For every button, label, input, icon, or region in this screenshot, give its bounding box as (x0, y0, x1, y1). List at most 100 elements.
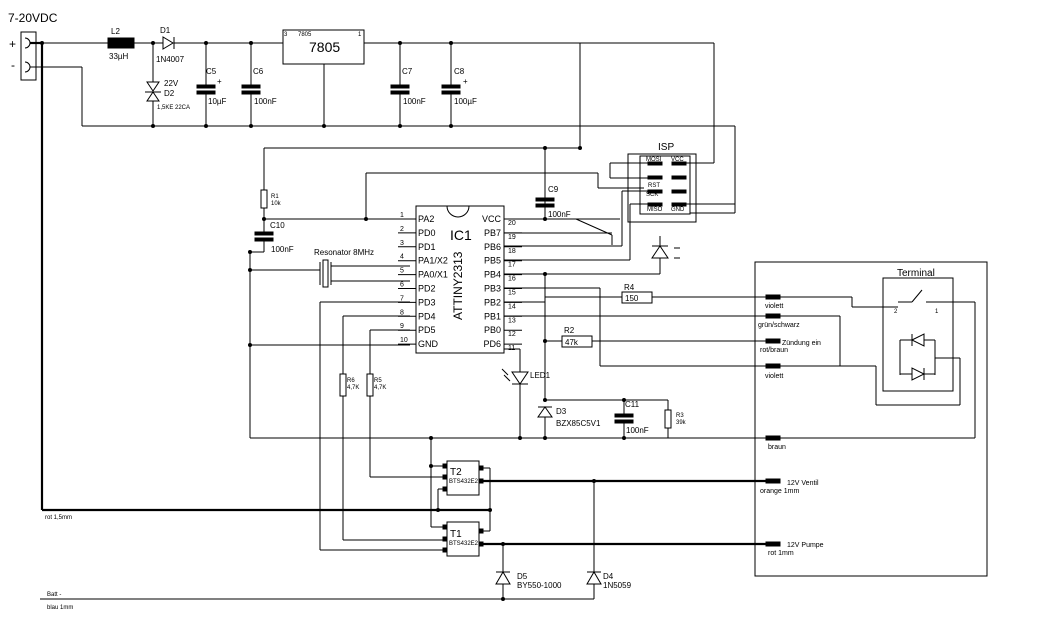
ic1-pin-number: 6 (400, 282, 404, 289)
ic1-pin-number: 18 (508, 248, 516, 255)
ic1-pin-number: 3 (400, 240, 404, 247)
ic1-pin-number: 7 (400, 295, 404, 302)
svg-text:3: 3 (284, 32, 288, 38)
resistor-r6: R6 4,7K (339, 373, 359, 397)
svg-text:100nF: 100nF (271, 245, 294, 254)
diode-d1: D1 1N4007 (156, 26, 185, 64)
capacitor-c10: C10 100nF (254, 219, 294, 254)
ic1-pin-name: PB1 (484, 311, 501, 321)
label-violett-2: violett (765, 373, 783, 380)
resistor-r4: R4 150 (621, 283, 653, 304)
transistor-t1: T1 BTS432E2 (442, 521, 484, 557)
svg-text:MISO: MISO (647, 207, 663, 213)
resonator-8mhz: Resonator 8MHz (314, 248, 410, 288)
svg-text:ISP: ISP (658, 142, 674, 153)
svg-text:R1: R1 (271, 194, 279, 200)
transistor-t2: T2 BTS432E2 (442, 460, 484, 496)
svg-text:R6: R6 (347, 378, 355, 384)
capacitor-c8: C8 + 100µF (441, 43, 477, 126)
wire-rot-label: rot 1,5mm (45, 515, 72, 521)
svg-text:LED1: LED1 (530, 371, 551, 380)
wire-blau-label: blau 1mm (47, 605, 73, 611)
ic1-pin-name: PD4 (418, 311, 436, 321)
label-ventil: 12V Ventil (787, 480, 819, 487)
ic1-pin-name: PD5 (418, 325, 436, 335)
svg-text:1: 1 (358, 32, 362, 38)
ic1-pin-number: 19 (508, 234, 516, 241)
ic1-pin-name: PA0/X1 (418, 270, 448, 280)
ic1-pin-number: 20 (508, 220, 516, 227)
ic1-pin-number: 1 (400, 212, 404, 219)
tvs-diode-d2: 22V D2 1,5KE 22CA (145, 43, 190, 126)
ic1-pin-number: 5 (400, 268, 404, 275)
ic1-part: ATTINY2313 (451, 251, 465, 320)
svg-text:C6: C6 (253, 67, 264, 76)
ic1-pin-name: PD6 (483, 339, 501, 349)
ic1-pin-number: 13 (508, 317, 516, 324)
terminal-block: Terminal 2 1 (882, 268, 954, 392)
svg-text:100µF: 100µF (454, 97, 477, 106)
ic1-pin-number: 4 (400, 254, 404, 261)
ic1-pin-name: PB6 (484, 242, 501, 252)
zener-diode-d3: D3 BZX85C5V1 (537, 406, 601, 438)
diode-d5: D5 BY550-1000 (495, 544, 562, 599)
resistor-r3: R3 39k (664, 400, 687, 438)
resistor-r1: R1 10k (260, 189, 282, 209)
ic1-pin-number: 15 (508, 290, 516, 297)
indicator-diode (651, 236, 680, 270)
label-zuendung: Zündung ein (782, 340, 821, 347)
ic1-pin-name: PB4 (484, 270, 501, 280)
ic1-pin-name: PD2 (418, 284, 436, 294)
ic1-pin-name: PD0 (418, 228, 436, 238)
svg-text:R5: R5 (374, 378, 382, 384)
svg-text:D2: D2 (164, 89, 175, 98)
svg-text:C11: C11 (625, 400, 640, 409)
ic1-right-pins: 20VCC19PB718PB617PB516PB415PB314PB213PB1… (482, 214, 522, 352)
ic1-pin-name: PB3 (484, 284, 501, 294)
svg-text:Terminal: Terminal (897, 268, 935, 279)
ic1-pin-number: 10 (400, 337, 408, 344)
svg-text:1: 1 (935, 309, 939, 315)
svg-text:MOSI: MOSI (646, 157, 662, 163)
svg-text:+: + (463, 77, 468, 86)
capacitor-c9: C9 100nF (535, 185, 571, 219)
ic1-pin-name: PB7 (484, 228, 501, 238)
wire-batt-label: Batt - (47, 592, 61, 598)
svg-text:C7: C7 (402, 67, 413, 76)
svg-text:BTS432E2: BTS432E2 (449, 541, 479, 547)
ic1-pin-name: PB0 (484, 325, 501, 335)
svg-text:C5: C5 (206, 67, 217, 76)
ic1-pin-name: PA1/X2 (418, 256, 448, 266)
label-rot-1mm: rot 1mm (768, 550, 794, 557)
svg-text:T1: T1 (450, 529, 462, 540)
ic1-pin-number: 8 (400, 309, 404, 316)
ic1-pin-name: PD3 (418, 297, 436, 307)
svg-text:C8: C8 (454, 67, 465, 76)
voltage-regulator-7805: 7805 3 7805 1 (282, 29, 365, 65)
svg-text:L2: L2 (111, 27, 120, 36)
svg-text:33µH: 33µH (109, 52, 129, 61)
ic1-pin-name: PD1 (418, 242, 436, 252)
svg-text:100nF: 100nF (548, 210, 571, 219)
ic1-pin-number: 14 (508, 303, 516, 310)
svg-text:T2: T2 (450, 467, 462, 478)
label-orange: orange 1mm (760, 488, 799, 495)
supply-minus-label: - (11, 58, 15, 72)
svg-text:10k: 10k (271, 201, 282, 207)
svg-text:39k: 39k (676, 420, 687, 426)
terminal-area (754, 261, 988, 577)
svg-text:C9: C9 (548, 185, 559, 194)
power-connector (20, 31, 37, 81)
svg-text:4,7K: 4,7K (347, 385, 359, 391)
ic1-name: IC1 (450, 227, 472, 243)
ic1-pin-number: 12 (508, 331, 516, 338)
svg-text:D5: D5 (517, 572, 528, 581)
capacitor-c11: C11 100nF (614, 400, 649, 438)
svg-text:BZX85C5V1: BZX85C5V1 (556, 419, 601, 428)
ic1-pin-number: 17 (508, 262, 516, 269)
ic1-pin-name: PA2 (418, 214, 434, 224)
ic1-pin-number: 2 (400, 226, 404, 233)
svg-text:R2: R2 (564, 326, 575, 335)
diode-d4: D4 1N5059 (586, 481, 632, 599)
